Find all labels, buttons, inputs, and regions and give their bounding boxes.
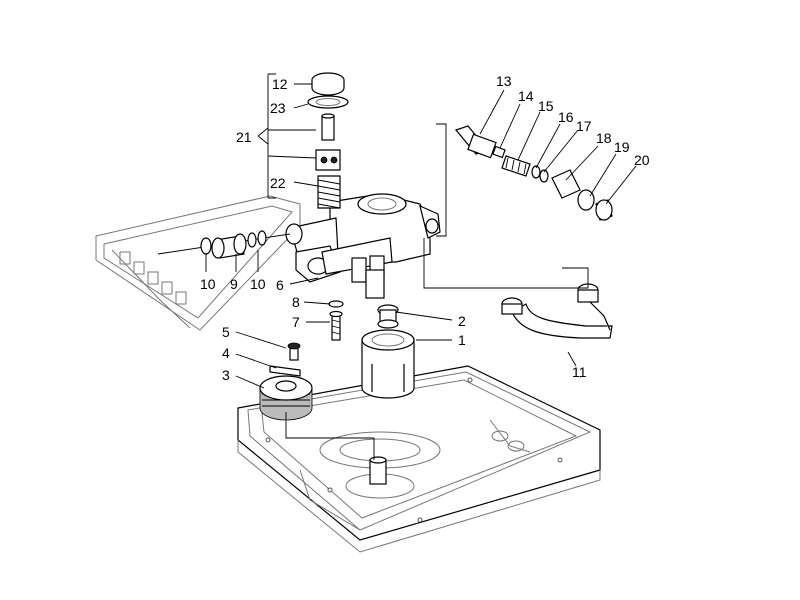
callout-15: 15 [538,98,554,114]
callout-13: 13 [496,73,512,89]
callout-19: 19 [614,139,630,155]
callout-9: 9 [230,276,238,292]
callout-2: 2 [458,313,466,329]
relief-valve-stack [307,72,349,209]
pressure-switch-assembly [454,125,613,221]
callout-17: 17 [576,118,592,134]
callout-21: 21 [236,129,252,145]
callout-12: 12 [272,76,288,92]
callout-4: 4 [222,345,230,361]
callout-20: 20 [634,152,650,168]
callout-23: 23 [270,100,286,116]
oil-pipe [501,283,613,339]
leader-lines [205,73,637,460]
callout-18: 18 [596,130,612,146]
oil-sump-pan [237,365,601,553]
callout-14: 14 [518,88,534,104]
pump-shaft-assembly [157,230,291,259]
callout-1: 1 [458,332,466,348]
callout-10a: 10 [200,276,216,292]
oil-filter [361,304,415,399]
callout-3: 3 [222,367,230,383]
callout-22: 22 [270,175,286,191]
callout-7: 7 [292,314,300,330]
callout-6: 6 [276,277,284,293]
engine-block-outline [95,195,301,331]
callout-5: 5 [222,324,230,340]
callout-16: 16 [558,109,574,125]
callout-11: 11 [572,364,587,380]
callout-8: 8 [292,294,300,310]
callout-10b: 10 [250,276,266,292]
oil-strainer [259,342,313,421]
oil-pump-body [285,193,441,299]
bolt-and-washer [328,300,344,341]
